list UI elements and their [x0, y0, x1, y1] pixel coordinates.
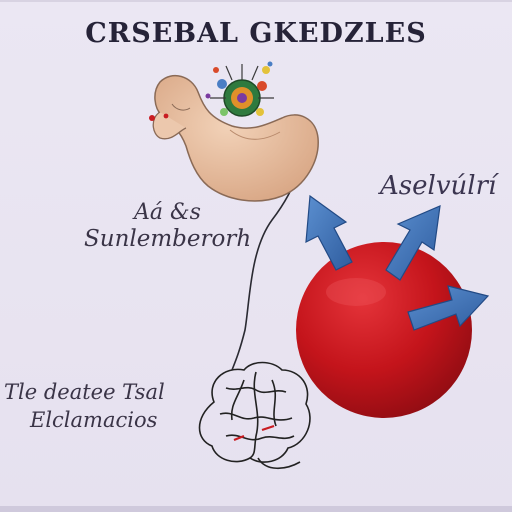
label-top-right: Aselvúlrí: [380, 171, 497, 201]
arrow-right-icon: [407, 285, 490, 331]
top-border: [0, 0, 512, 2]
bottom-border: [0, 506, 512, 512]
blood-cell-icon: [296, 242, 472, 418]
brain-icon: [198, 361, 311, 470]
arrow-up-left-icon: [305, 194, 353, 271]
microbe-icon: [205, 61, 274, 117]
label-left-bottom: Sunlemberorh: [84, 226, 252, 252]
stomach-icon: [149, 74, 319, 202]
label-bottom-bottom: Elclamacios: [30, 408, 158, 432]
page-title: CRSEBAL GKEDZLES: [85, 18, 427, 49]
label-bottom-top: Tle deatee Tsal: [4, 380, 165, 404]
label-left-top: Aá &s: [134, 200, 201, 225]
arrow-up-right-icon: [385, 205, 441, 281]
